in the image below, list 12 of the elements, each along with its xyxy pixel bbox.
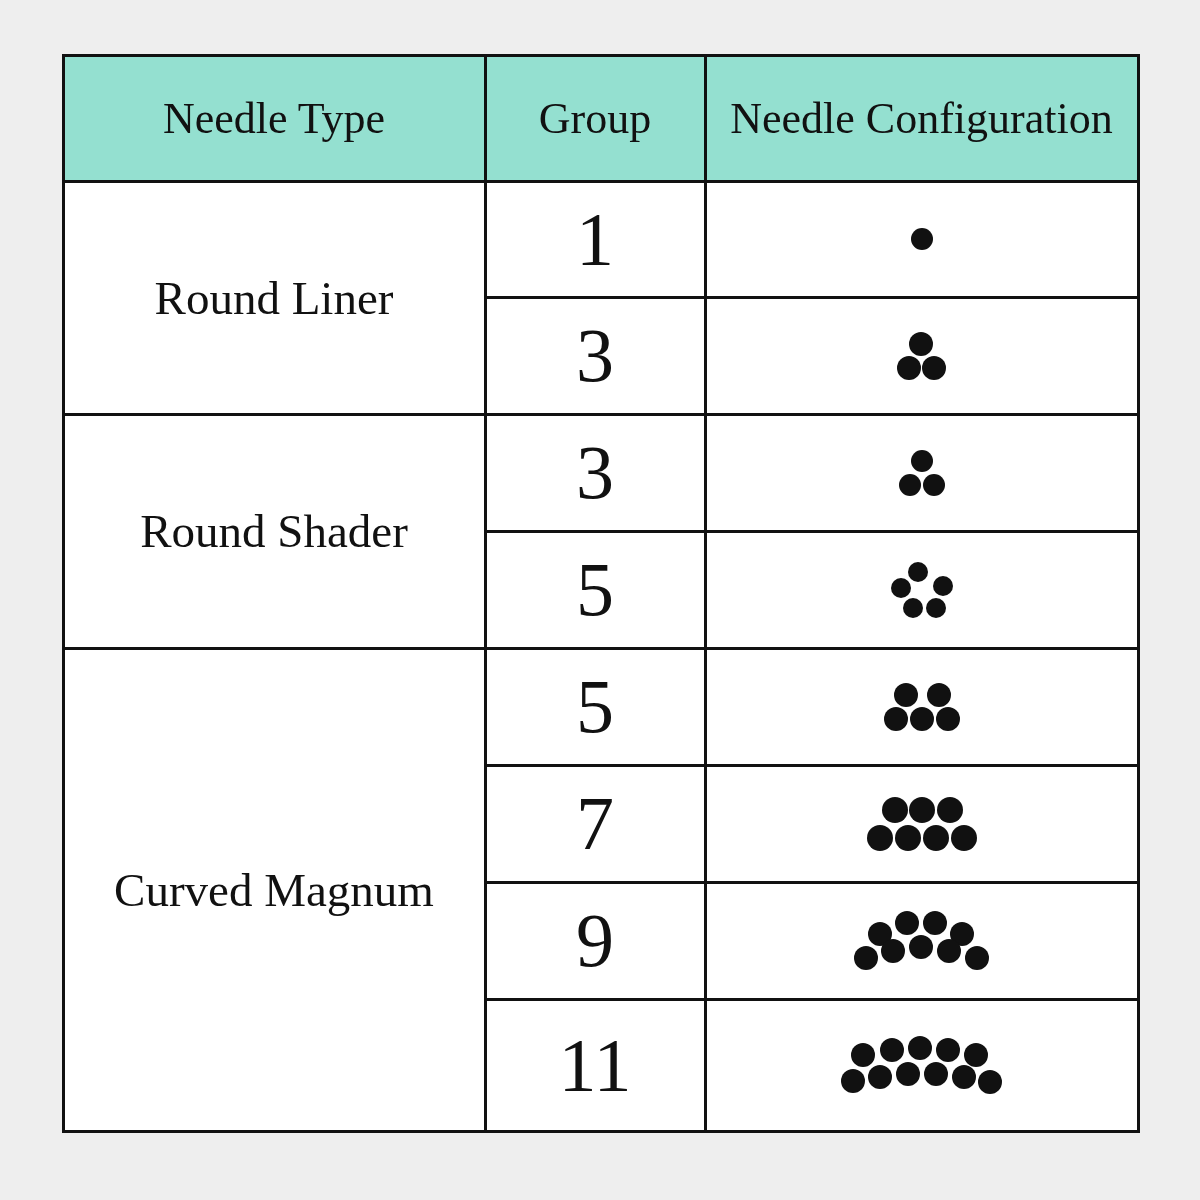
needle-type-label: Round Shader xyxy=(140,504,408,558)
header-cell: Needle Type xyxy=(61,53,487,183)
group-number: 11 xyxy=(558,1021,632,1109)
needle-type-label: Round Liner xyxy=(154,270,394,325)
group-number: 5 xyxy=(576,546,614,633)
group-number: 5 xyxy=(576,663,614,750)
group-number: 7 xyxy=(576,780,614,867)
needle-type-label: Curved Magnum xyxy=(114,862,434,917)
group-number: 9 xyxy=(576,897,614,984)
group-number: 3 xyxy=(576,429,614,516)
group-number: 3 xyxy=(576,312,614,399)
group-number: 1 xyxy=(576,195,614,283)
